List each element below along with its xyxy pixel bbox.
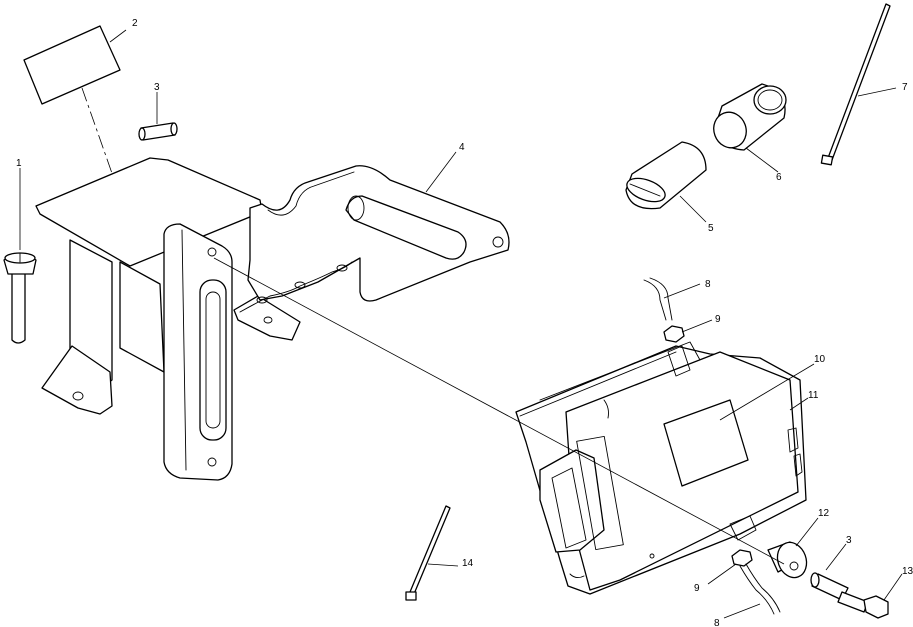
callout-5: 5 — [708, 223, 714, 234]
part-8-wire-bottom — [739, 563, 781, 615]
part-3-pin — [138, 122, 178, 141]
callout-8-top: 8 — [705, 279, 711, 290]
part-8-wire-top — [643, 277, 673, 321]
callout-13: 13 — [902, 566, 913, 577]
callout-9-top: 9 — [715, 314, 721, 325]
part-14-cable-tie — [405, 505, 451, 601]
callout-4: 4 — [459, 142, 465, 153]
callout-leaders — [19, 29, 903, 619]
part-4-side-plate — [239, 165, 510, 313]
part-9-nut-bottom — [731, 549, 753, 567]
part-12-grommet — [767, 541, 808, 579]
callout-7: 7 — [902, 82, 908, 93]
part-7-cable-tie — [820, 3, 891, 166]
callout-12: 12 — [818, 508, 830, 519]
assembly-centerline — [213, 257, 785, 565]
callout-2: 2 — [132, 18, 138, 29]
callout-labels: 1 2 3 4 5 6 7 8 9 10 11 12 3 13 9 8 14 — [16, 18, 913, 627]
callout-8-bottom: 8 — [714, 618, 720, 627]
part-9-nut-top — [663, 325, 685, 343]
callout-9-bottom: 9 — [694, 583, 700, 594]
part-2-decal — [23, 25, 121, 197]
callout-11: 11 — [808, 390, 819, 401]
part-5-capsule — [625, 141, 707, 210]
mounting-bracket — [35, 157, 301, 481]
part-6-cylinder — [713, 83, 787, 151]
callout-10: 10 — [814, 354, 826, 365]
part-10-label — [663, 399, 749, 487]
ecu-module — [515, 341, 807, 595]
callout-1: 1 — [16, 158, 22, 169]
callout-14: 14 — [462, 558, 474, 569]
part-1-bolt — [3, 252, 37, 344]
callout-6: 6 — [776, 172, 782, 183]
callout-3-top: 3 — [154, 82, 160, 93]
part-13-bolt — [837, 591, 889, 619]
callout-3-bottom: 3 — [846, 535, 852, 546]
